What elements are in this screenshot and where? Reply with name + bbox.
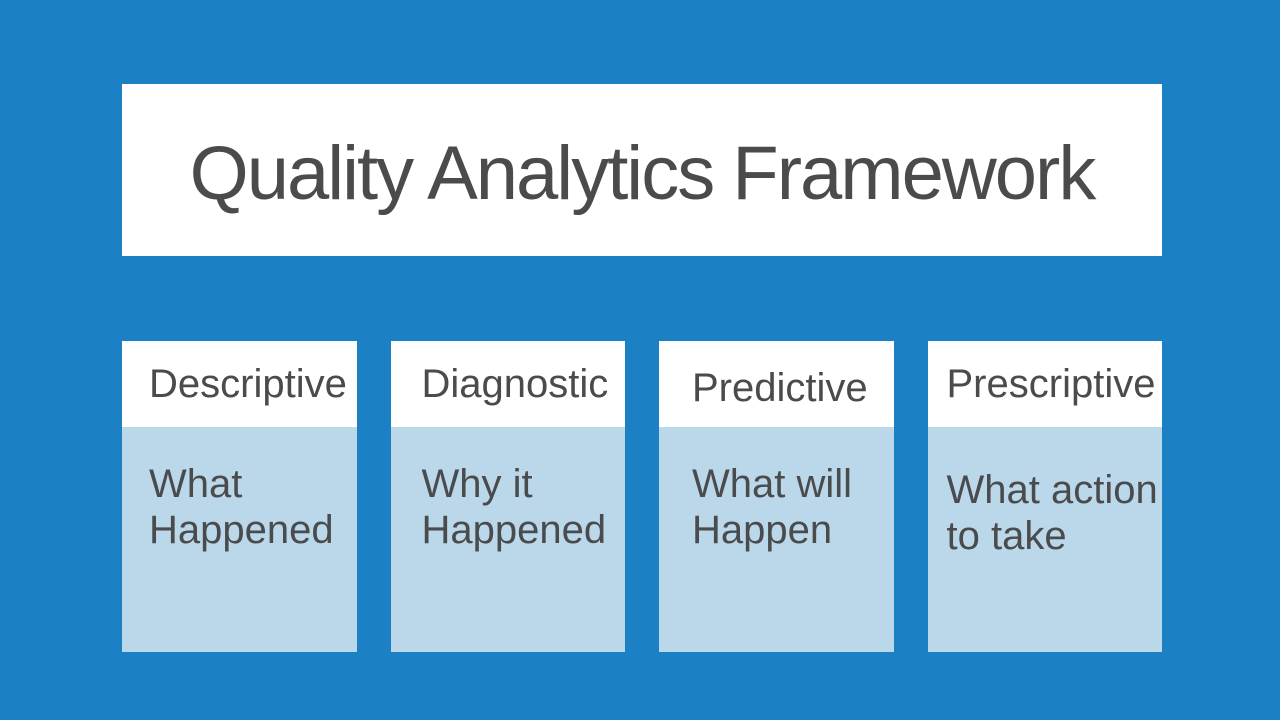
column-diagnostic: Diagnostic Why it Happened [390, 341, 625, 652]
column-header: Descriptive [122, 341, 357, 427]
column-body: Why it Happened [390, 427, 625, 652]
body-line: What action [946, 468, 1158, 512]
slide-title: Quality Analytics Framework [189, 130, 1097, 216]
body-line: Why it [421, 462, 533, 506]
title-card: Quality Analytics Framework [122, 84, 1162, 256]
body-line: What will [692, 462, 853, 506]
body-line: Happen [692, 508, 833, 552]
column-predictive: Predictive What will Happen [659, 341, 894, 652]
column-header-label: Prescriptive [946, 361, 1156, 406]
column-descriptive: Descriptive What Happened [122, 341, 357, 652]
column-header-label: Diagnostic [421, 361, 609, 406]
column-header: Diagnostic [390, 341, 625, 427]
column-header-label: Predictive [692, 365, 868, 410]
analytics-columns: Descriptive What Happened Diagnostic Why… [122, 341, 1162, 652]
body-line: to take [946, 514, 1067, 558]
column-body: What will Happen [659, 427, 894, 652]
column-body: What action to take [927, 427, 1162, 652]
body-line: Happened [421, 508, 607, 552]
column-header-label: Descriptive [149, 361, 347, 406]
column-prescriptive: Prescriptive What action to take [927, 341, 1162, 652]
column-header: Predictive [659, 341, 894, 427]
body-line: What [149, 462, 243, 506]
column-body: What Happened [122, 427, 357, 652]
body-line: Happened [149, 508, 334, 552]
column-header: Prescriptive [927, 341, 1162, 427]
